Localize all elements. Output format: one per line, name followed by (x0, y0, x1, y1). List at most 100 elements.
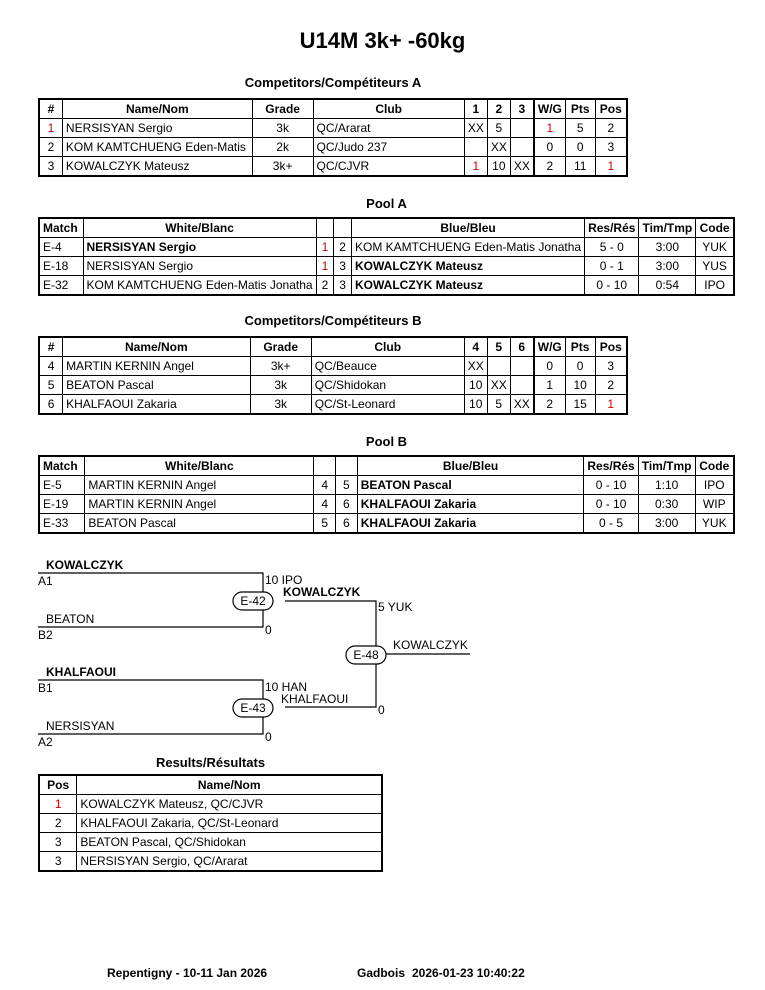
e43-winner: KHALFAOUI (281, 692, 349, 706)
bracket-line-b1 (38, 679, 264, 700)
results-table: Pos Name/Nom 1 KOWALCZYK Mateusz, QC/CJV… (38, 774, 383, 872)
cell: 2 (315, 275, 335, 296)
cell: KOWALCZYK Mateusz, QC/CJVR (76, 794, 383, 814)
cell: 1 (594, 156, 628, 177)
cell: KOWALCZYK Mateusz (350, 275, 586, 296)
cell: 0:30 (637, 494, 696, 514)
cell: 11 (564, 156, 596, 177)
table-row: 3 NERSISYAN Sergio, QC/Ararat (38, 851, 383, 872)
cell: 2 (594, 375, 628, 395)
match-box-e48 (345, 645, 387, 665)
cell: 3 (38, 156, 63, 177)
cell: 3 (38, 851, 78, 872)
col-wg: W/G (532, 98, 566, 119)
cell: NERSISYAN Sergio (61, 118, 253, 138)
cell: QC/Beauce (310, 356, 465, 376)
cell: QC/Ararat (312, 118, 465, 138)
cell: XX (486, 375, 511, 395)
cell: IPO (694, 475, 735, 495)
cell: E-33 (38, 513, 86, 534)
match-box-e42 (232, 591, 274, 611)
cell: NERSISYAN Sergio (82, 256, 317, 276)
e42-top-name: KOWALCZYK (46, 558, 124, 572)
table-row: E-19 MARTIN KERNIN Angel 4 6 KHALFAOUI Z… (38, 494, 735, 514)
page-title: U14M 3k+ -60kg (299, 28, 466, 53)
table-row: 1 KOWALCZYK Mateusz, QC/CJVR (38, 794, 383, 814)
cell: E-18 (38, 256, 84, 276)
cell: 3:00 (637, 513, 696, 534)
cell: E-4 (38, 237, 84, 257)
competitors-b-heading: Competitors/Compétiteurs B (244, 313, 422, 328)
cell: BEATON Pascal (84, 513, 315, 534)
cell: QC/Shidokan (310, 375, 465, 395)
cell: KOWALCZYK Mateusz (61, 156, 253, 177)
cell: XX (486, 137, 511, 157)
cell: 3k (249, 394, 312, 415)
col-code: Code (694, 455, 735, 476)
cell: 2k (251, 137, 314, 157)
competitors-b-table: # Name/Nom Grade Club 4 5 6 W/G Pts Pos … (38, 336, 628, 415)
table-row: 2 KOM KAMTCHUENG Eden-Matis 2k QC/Judo 2… (38, 137, 628, 157)
e43-top-seed: B1 (38, 681, 53, 695)
bracket-line-a2 (38, 714, 264, 735)
cell: XX (509, 394, 535, 415)
e42-winner: KOWALCZYK (283, 585, 361, 599)
cell: QC/St-Leonard (310, 394, 465, 415)
table-row: E-4 NERSISYAN Sergio 1 2 KOM KAMTCHUENG … (38, 237, 735, 257)
e42-top-seed: A1 (38, 574, 53, 588)
header-row: Pos Name/Nom (38, 774, 383, 795)
cell: 5 (38, 375, 64, 395)
footer-operator: Gadbois (357, 966, 406, 980)
col-time: Tim/Tmp (638, 217, 697, 238)
cell: 0:54 (638, 275, 697, 296)
col-club: Club (312, 98, 465, 119)
footer-event: Repentigny - 10-11 Jan 2026 (107, 966, 268, 980)
cell: 3 (594, 137, 628, 157)
cell: MARTIN KERNIN Angel (84, 494, 315, 514)
cell: 3 (38, 832, 78, 852)
e43-top-name: KHALFAOUI (46, 665, 116, 679)
cell: 4 (313, 494, 337, 514)
cell: KHALFAOUI Zakaria (62, 394, 251, 415)
cell: KOM KAMTCHUENG Eden-Matis Jonatha (350, 237, 586, 257)
table-row: 6 KHALFAOUI Zakaria 3k QC/St-Leonard 10 … (38, 394, 628, 415)
e43-bottom-score: 0 (265, 730, 272, 744)
cell: 10 (463, 375, 488, 395)
bracket-line-e42-out (285, 600, 377, 646)
cell: 0 - 5 (583, 513, 639, 534)
e42-bottom-score: 0 (265, 623, 272, 637)
col-pos: Pos (38, 774, 78, 795)
cell: BEATON Pascal (62, 375, 251, 395)
pool-b-table: Match White/Blanc Blue/Bleu Res/Rés Tim/… (38, 455, 735, 534)
cell: 2 (38, 137, 63, 157)
competitors-a-table: # Name/Nom Grade Club 1 2 3 W/G Pts Pos … (38, 98, 628, 177)
competitors-a-heading: Competitors/Compétiteurs A (244, 75, 422, 90)
cell: BEATON Pascal, QC/Shidokan (76, 832, 383, 852)
cell: YUK (694, 513, 735, 534)
cell: 5 (486, 394, 511, 415)
e43-bottom-seed: A2 (38, 735, 53, 749)
col-result: Res/Rés (584, 217, 640, 238)
bracket-line-e43-out (285, 662, 377, 708)
e42-bottom-seed: B2 (38, 628, 53, 642)
cell: KOM KAMTCHUENG Eden-Matis Jonatha (82, 275, 317, 296)
cell: 1 (38, 794, 78, 814)
e48-match-label: E-48 (353, 648, 379, 662)
table-row: 2 KHALFAOUI Zakaria, QC/St-Leonard (38, 813, 383, 833)
cell: 3:00 (638, 256, 697, 276)
cell: NERSISYAN Sergio, QC/Ararat (76, 851, 383, 872)
e43-top-score: 10 HAN (265, 680, 308, 694)
pool-b-heading: Pool B (365, 434, 408, 449)
cell: 3k+ (251, 156, 314, 177)
cell: 1 (594, 394, 628, 415)
cell: KHALFAOUI Zakaria (356, 494, 585, 514)
cell: YUS (695, 256, 735, 276)
table-row: E-32 KOM KAMTCHUENG Eden-Matis Jonatha 2… (38, 275, 735, 296)
cell: 3k (249, 375, 312, 395)
cell: 0 (532, 137, 566, 157)
match-box-e43 (232, 698, 274, 718)
e48-bottom-score: 0 (378, 703, 385, 717)
pool-a-table: Match White/Blanc Blue/Bleu Res/Rés Tim/… (38, 217, 735, 296)
e42-match-label: E-42 (240, 594, 266, 608)
